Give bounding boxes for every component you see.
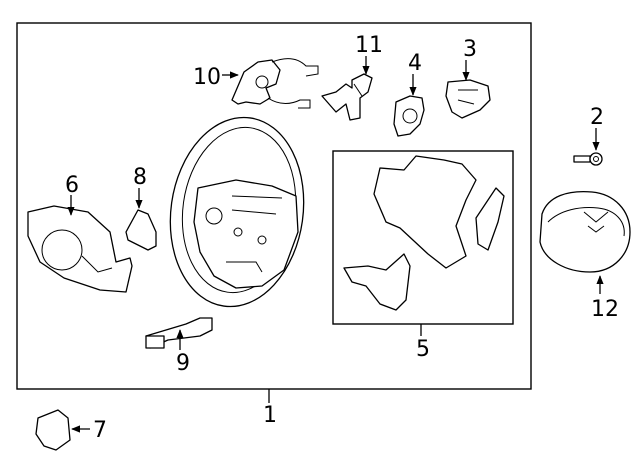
part-9-shape — [145, 317, 213, 349]
part-3-shape — [445, 79, 491, 119]
assembly-frame — [16, 22, 532, 390]
subassembly-frame — [332, 150, 514, 325]
part-11-shape — [321, 73, 373, 121]
part-7-shape — [35, 409, 71, 451]
steering-wheel-shape — [169, 116, 305, 308]
callout-6: 6 — [65, 173, 79, 198]
callout-3: 3 — [463, 37, 477, 62]
part-5-shape — [343, 155, 505, 311]
callout-11: 11 — [355, 33, 383, 58]
part-12-shape — [539, 190, 631, 273]
callout-4: 4 — [408, 51, 422, 76]
callout-1: 1 — [263, 403, 277, 428]
callout-7: 7 — [93, 418, 107, 443]
part-10-shape — [231, 58, 319, 109]
part-8-shape — [125, 209, 157, 251]
callout-9: 9 — [176, 351, 190, 376]
callout-12: 12 — [591, 297, 619, 322]
callout-10: 10 — [193, 65, 221, 90]
callout-2: 2 — [590, 105, 604, 130]
callout-8: 8 — [133, 165, 147, 190]
part-4-shape — [393, 95, 425, 137]
part-2-shape — [573, 152, 603, 166]
part-6-shape — [27, 205, 133, 293]
callout-5: 5 — [416, 337, 430, 362]
